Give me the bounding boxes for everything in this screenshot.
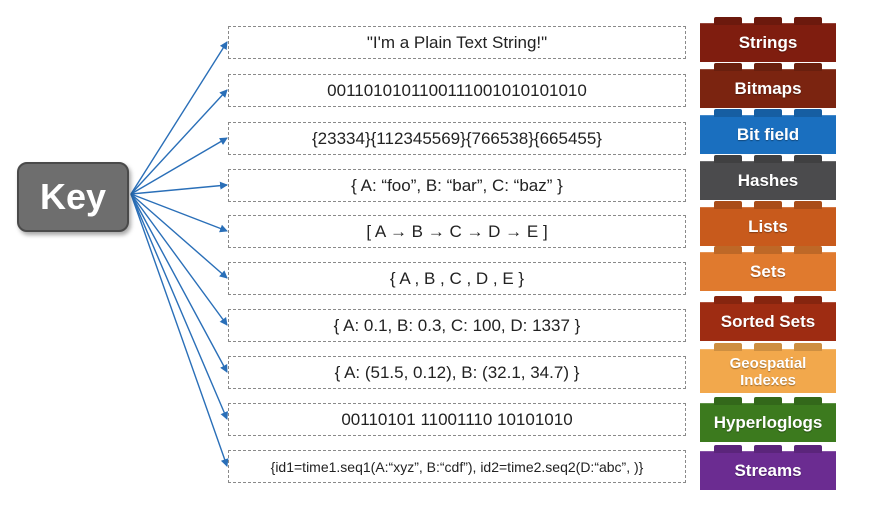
bit-field-brick: Bit field (700, 109, 836, 154)
brick-stud (754, 63, 782, 71)
brick-stud (754, 397, 782, 405)
set-value: { A , B , C , D , E } (389, 268, 525, 288)
brick-stud (714, 296, 742, 304)
brick-stud (794, 343, 822, 351)
key-label: Key (39, 176, 107, 217)
arrow-to-streams (130, 193, 229, 467)
geospatial-value-box: { A: (51.5, 0.12), B: (32.1, 34.7) } (228, 356, 686, 389)
bitfield-value: {23334}{112345569}{766538}{665455} (312, 128, 602, 148)
hyperloglogs-brick: Hyperloglogs (700, 397, 836, 442)
string-value: "I'm a Plain Text String!" (366, 32, 548, 52)
brick-stud (754, 296, 782, 304)
arrow-to-bitmaps (130, 89, 228, 195)
sorted-sets-label: Sorted Sets (720, 312, 816, 331)
brick-stud (714, 17, 742, 25)
brick-stud (794, 201, 822, 209)
bitmaps-label: Bitmaps (734, 79, 802, 98)
list-value-box: [ A → B → C → D → E ] (228, 215, 686, 248)
brick-stud (754, 155, 782, 163)
list-value: [ A → B → C → D → E ] (366, 221, 548, 241)
key-box: Key (17, 162, 129, 232)
geospatial-value: { A: (51.5, 0.12), B: (32.1, 34.7) } (334, 362, 580, 382)
arrow-to-geospatial-indexes (130, 193, 228, 373)
brick-stud (714, 63, 742, 71)
brick-stud (754, 109, 782, 117)
strings-label: Strings (738, 33, 798, 52)
stream-value-box: {id1=time1.seq1(A:“xyz”, B:“cdf”), id2=t… (228, 450, 686, 483)
brick-stud (794, 155, 822, 163)
brick-stud (714, 397, 742, 405)
brick-stud (714, 343, 742, 351)
stream-value: {id1=time1.seq1(A:“xyz”, B:“cdf”), id2=t… (270, 458, 644, 475)
brick-stud (714, 155, 742, 163)
bitfield-value-box: {23334}{112345569}{766538}{665455} (228, 122, 686, 155)
brick-stud (754, 201, 782, 209)
brick-stud (794, 445, 822, 453)
hyperloglogs-label: Hyperloglogs (713, 413, 823, 432)
streams-brick: Streams (700, 445, 836, 490)
bitmap-value-box: 0011010101100111001010101010 (228, 74, 686, 107)
sets-brick: Sets (700, 246, 836, 291)
brick-stud (794, 397, 822, 405)
bitmaps-brick: Bitmaps (700, 63, 836, 108)
set-value-box: { A , B , C , D , E } (228, 262, 686, 295)
arrow-to-sets (130, 193, 228, 279)
strings-brick: Strings (700, 17, 836, 62)
brick-stud (794, 109, 822, 117)
streams-label: Streams (734, 461, 802, 480)
sorted-sets-brick: Sorted Sets (700, 296, 836, 341)
hashes-brick: Hashes (700, 155, 836, 200)
brick-stud (754, 246, 782, 254)
bit-field-label: Bit field (736, 125, 800, 144)
hashes-label: Hashes (737, 171, 799, 190)
brick-stud (714, 109, 742, 117)
brick-stud (794, 63, 822, 71)
sorted-set-value: { A: 0.1, B: 0.3, C: 100, D: 1337 } (333, 315, 581, 335)
hash-value: { A: “foo”, B: “bar”, C: “baz” } (351, 175, 563, 195)
hyperloglog-value: 00110101 11001110 10101010 (341, 409, 573, 429)
sets-label: Sets (750, 262, 786, 281)
bitmap-value: 0011010101100111001010101010 (327, 80, 587, 100)
arrow-to-sorted-sets (130, 193, 228, 326)
string-value-box: "I'm a Plain Text String!" (228, 26, 686, 59)
brick-stud (714, 201, 742, 209)
arrow-to-hashes (130, 181, 228, 195)
brick-stud (794, 17, 822, 25)
arrow-to-lists (130, 193, 228, 233)
brick-stud (754, 17, 782, 25)
geospatial-indexes-brick: Geospatial Indexes (700, 343, 836, 393)
brick-stud (714, 445, 742, 453)
arrow-to-strings (130, 41, 228, 195)
hash-value-box: { A: “foo”, B: “bar”, C: “baz” } (228, 169, 686, 202)
brick-stud (794, 296, 822, 304)
brick-stud (754, 343, 782, 351)
hyperloglog-value-box: 00110101 11001110 10101010 (228, 403, 686, 436)
lists-label: Lists (748, 217, 788, 236)
lists-brick: Lists (700, 201, 836, 246)
arrow-to-bit-field (130, 137, 228, 195)
arrow-to-hyperloglogs (130, 193, 228, 420)
brick-stud (754, 445, 782, 453)
geospatial-indexes-label: Geospatial Indexes (729, 354, 807, 389)
brick-stud (794, 246, 822, 254)
brick-stud (714, 246, 742, 254)
sorted-set-value-box: { A: 0.1, B: 0.3, C: 100, D: 1337 } (228, 309, 686, 342)
